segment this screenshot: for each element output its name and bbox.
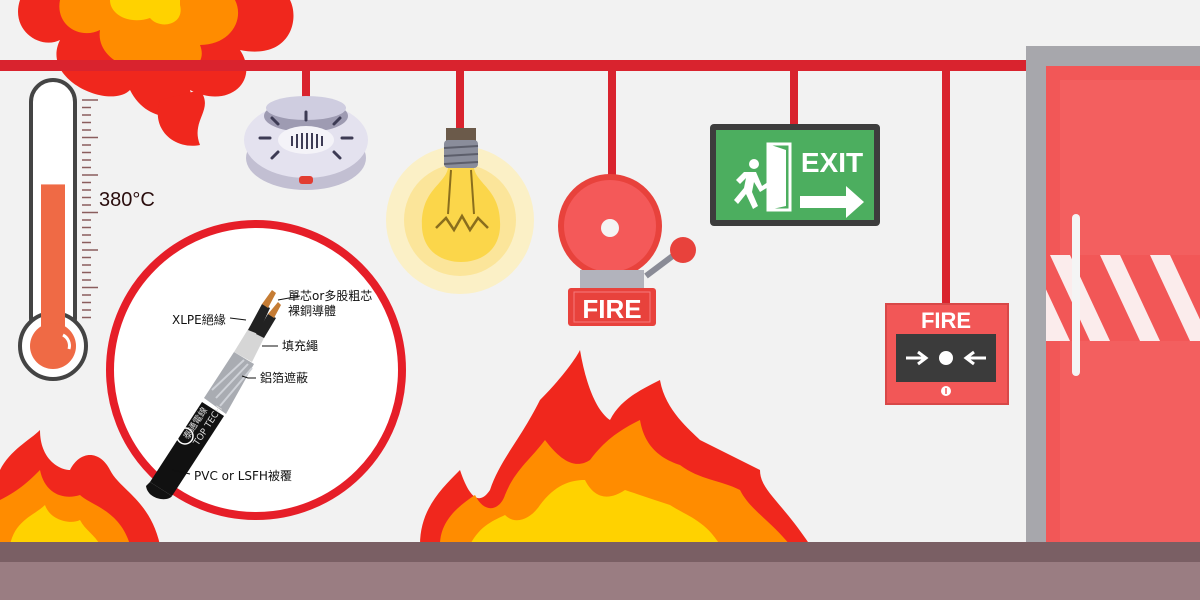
cable-jacket xyxy=(150,402,224,496)
fire-bell-label: FIRE xyxy=(582,294,641,324)
fire-bell xyxy=(558,174,696,326)
hanging-rods xyxy=(302,70,950,308)
temperature-reading: 380°C xyxy=(99,189,155,211)
conductor-label-1: 單芯or多股粗芯 xyxy=(288,289,372,303)
insulation-label: XLPE絕緣 xyxy=(172,313,226,327)
thermometer-scale xyxy=(82,99,98,319)
thermometer xyxy=(18,78,98,381)
flames-bottom-center xyxy=(420,350,810,545)
toptech-logo-icon xyxy=(176,427,194,445)
fire-exit-door xyxy=(1026,46,1200,556)
fire-alarm-box xyxy=(885,303,1009,405)
exit-sign xyxy=(710,124,880,226)
copper-conductor xyxy=(262,290,276,308)
shield-label: 鋁箔遮蔽 xyxy=(260,370,308,385)
exit-sign-label: EXIT xyxy=(801,147,863,178)
alarm-button-icon xyxy=(939,351,953,365)
flames-bottom-left xyxy=(0,430,160,545)
xlpe-insulation xyxy=(248,304,270,334)
detector-vent-icon xyxy=(291,133,323,149)
filler-label: 填充繩 xyxy=(282,338,318,353)
flames-top-left xyxy=(18,0,294,146)
door-handle xyxy=(1072,214,1080,376)
cable-diagram xyxy=(106,220,406,520)
floor-edge xyxy=(0,542,1200,562)
fire-alarm-label: FIRE xyxy=(921,308,971,333)
jacket-label: PVC or LSFH被覆 xyxy=(194,469,292,483)
conductor-label-2: 裸銅導體 xyxy=(288,303,336,318)
running-man-icon xyxy=(734,159,770,209)
thermometer-fill xyxy=(41,184,65,345)
exit-arrow-icon xyxy=(800,186,864,218)
floor xyxy=(0,562,1200,600)
ceiling-pipe xyxy=(0,60,1030,71)
light-bulb xyxy=(386,128,534,294)
smoke-detector xyxy=(244,96,368,190)
door-warning-stripes xyxy=(1046,255,1200,341)
detector-led xyxy=(299,176,313,184)
